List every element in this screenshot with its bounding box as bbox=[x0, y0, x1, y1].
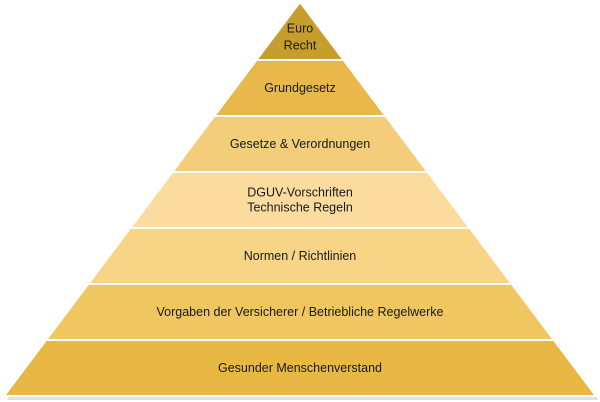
pyramid-layer-5: Normen / Richtlinien bbox=[87, 227, 513, 285]
pyramid-layer-3: Gesetze & Verordnungen bbox=[171, 115, 429, 173]
pyramid-layer-7: Gesunder Menschenverstand bbox=[3, 339, 597, 397]
pyramid-layer-shape bbox=[3, 339, 597, 397]
pyramid-layer-6: Vorgaben der Versicherer / Betriebliche … bbox=[45, 283, 555, 341]
pyramid-layer-label: DGUV-Vorschriften bbox=[247, 186, 353, 200]
pyramid-layer-label: Grundgesetz bbox=[264, 81, 336, 95]
pyramid-layer-label: Euro bbox=[287, 22, 313, 36]
pyramid-layer-label: Vorgaben der Versicherer / Betriebliche … bbox=[157, 305, 444, 319]
pyramid-layer-2: Grundgesetz bbox=[213, 59, 387, 117]
pyramid-layer-label: Gesetze & Verordnungen bbox=[230, 137, 370, 151]
pyramid-layer-label: Technische Regeln bbox=[247, 201, 353, 215]
pyramid-layer-label: Normen / Richtlinien bbox=[244, 249, 357, 263]
pyramid-layer-label: Recht bbox=[284, 39, 317, 53]
pyramid-layer-label: Gesunder Menschenverstand bbox=[218, 361, 382, 375]
